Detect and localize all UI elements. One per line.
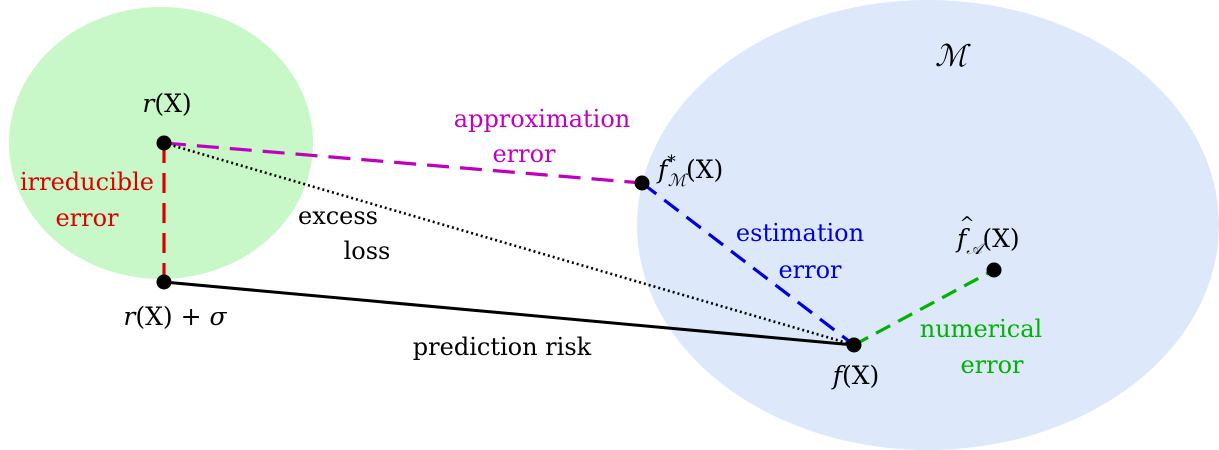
model-class-label: ℳ bbox=[935, 39, 971, 74]
excess-loss-label: excess bbox=[298, 202, 378, 230]
estimation-error-label-line2: error bbox=[778, 256, 842, 284]
numerical-error-label-line2: error bbox=[960, 351, 1024, 379]
point-f-hat-a bbox=[986, 262, 1002, 278]
approximation-error-label-line2: error bbox=[492, 140, 556, 168]
numerical-error-label: numerical bbox=[920, 315, 1042, 343]
point-f-star-m bbox=[634, 175, 650, 191]
model-class-region bbox=[637, 0, 1219, 450]
label-f-hat-a: f𝒜(X) bbox=[955, 224, 1020, 259]
prediction-risk-label: prediction risk bbox=[413, 333, 592, 361]
approximation-error-edge bbox=[163, 141, 643, 185]
numerical-error-edge bbox=[853, 268, 995, 347]
label-r-x: r(X) bbox=[142, 89, 191, 118]
point-f-x bbox=[846, 337, 862, 353]
f-hat-accent: ^ bbox=[959, 213, 974, 234]
irreducible-error-label-line2: error bbox=[55, 204, 119, 232]
irreducible-error-label: irreducible bbox=[20, 168, 154, 196]
point-r-x bbox=[156, 135, 172, 151]
label-f-star-m: f*ℳ(X) bbox=[656, 152, 723, 191]
estimation-error-edge bbox=[641, 181, 855, 347]
point-r-x-plus-sigma bbox=[156, 274, 172, 290]
estimation-error-label: estimation bbox=[736, 219, 864, 247]
prediction-risk-edge bbox=[163, 280, 855, 347]
approximation-error-label: approximation bbox=[454, 105, 630, 133]
label-f-x: f(X) bbox=[831, 361, 880, 390]
excess-loss-label-line2: loss bbox=[344, 237, 391, 265]
label-r-x-plus-sigma: r(X) + σ bbox=[123, 302, 227, 331]
